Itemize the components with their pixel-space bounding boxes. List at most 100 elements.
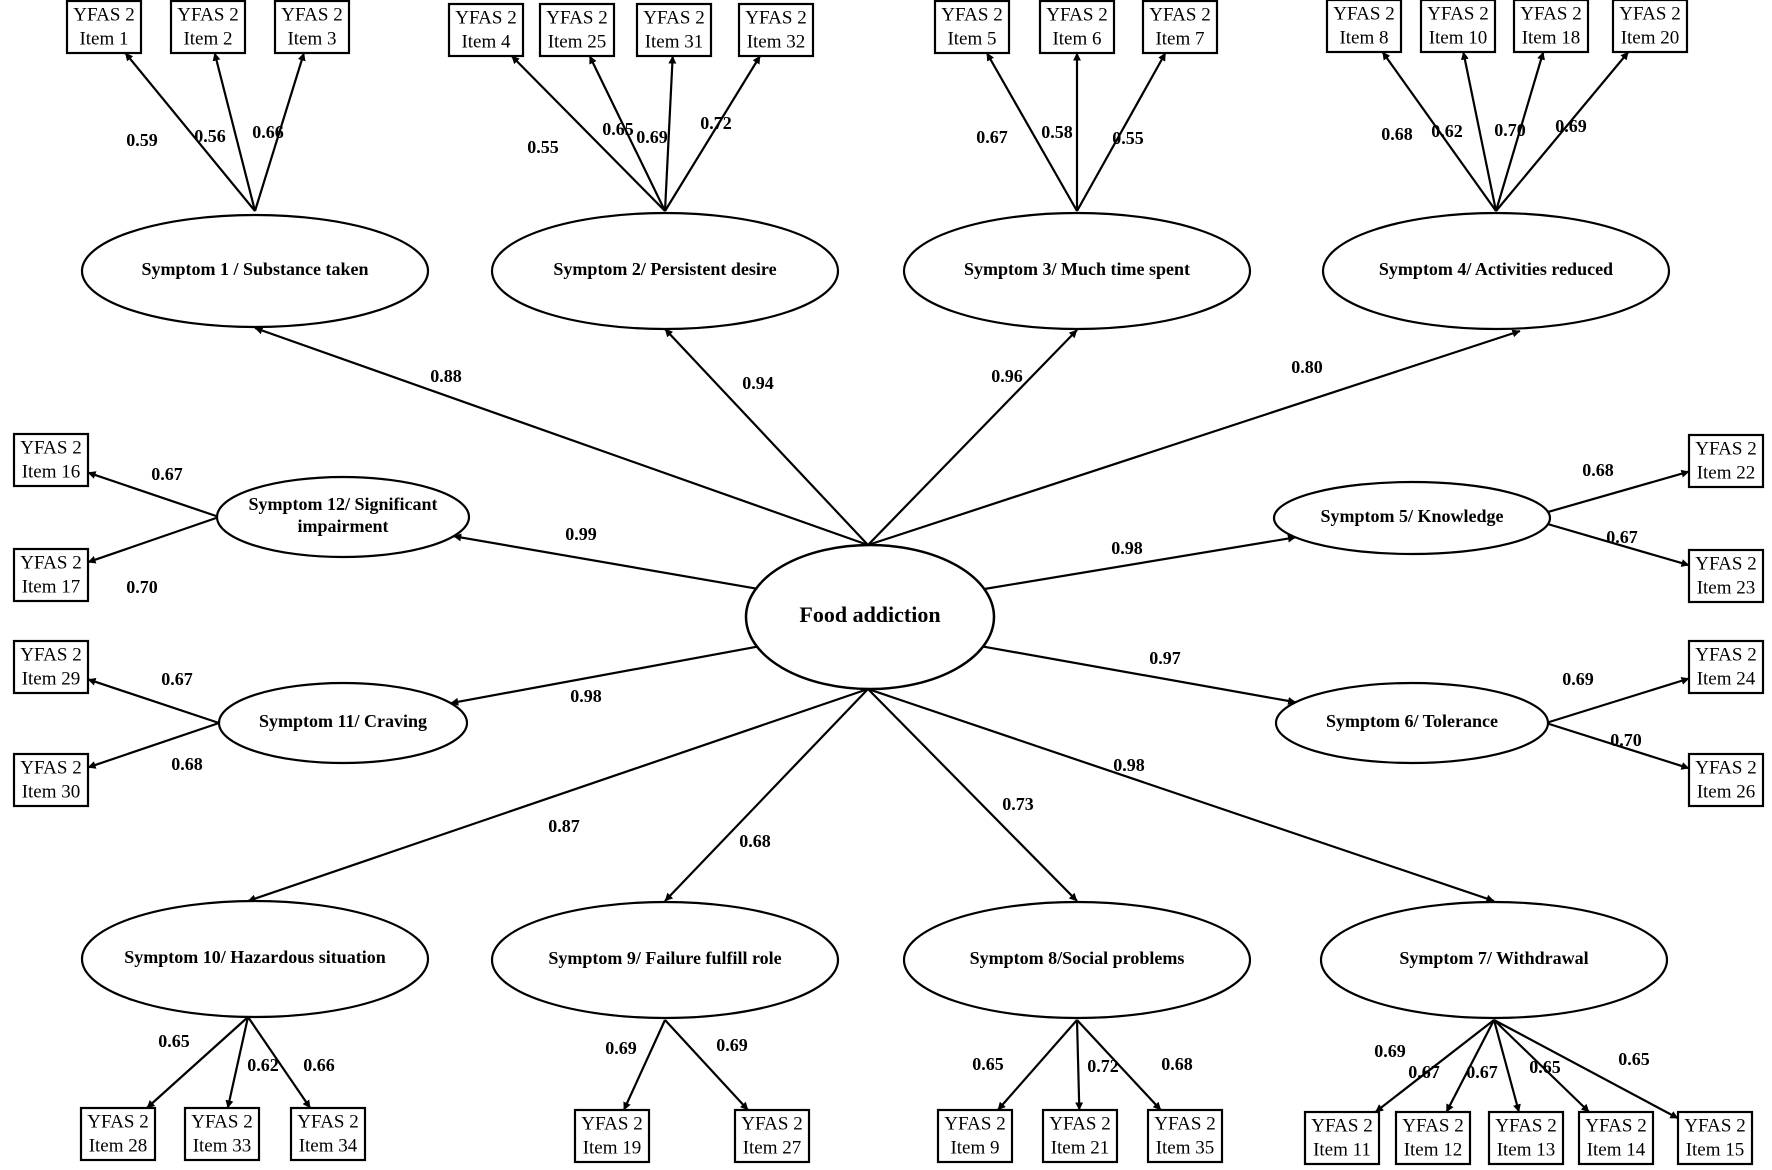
path-s4-item-1 — [1381, 51, 1497, 212]
item-loading-label: 0.67 — [1606, 527, 1638, 547]
path-s7 — [867, 687, 1495, 903]
indicator-scale-label: YFAS 2 — [1695, 757, 1756, 778]
item-loading-label: 0.69 — [716, 1035, 748, 1055]
indicator-scale-label: YFAS 2 — [1311, 1115, 1372, 1136]
item-loading-label: 0.59 — [126, 130, 158, 150]
item-loading-label: 0.65 — [602, 119, 634, 139]
indicator-box: YFAS 2 Item 10 — [1419, 0, 1497, 54]
indicator-scale-label: YFAS 2 — [1695, 553, 1756, 574]
indicator-scale-label: YFAS 2 — [1427, 3, 1488, 24]
factor-loading-label: 0.88 — [430, 366, 462, 386]
path-s11-item-1 — [87, 677, 220, 725]
symptom-label: Symptom 5/ Knowledge — [1320, 506, 1503, 526]
path-s7-item-2 — [1445, 1019, 1495, 1113]
indicator-item-label: Item 18 — [1522, 27, 1581, 48]
symptom-ellipse-s3 — [902, 211, 1252, 331]
symptom-ellipse-s12 — [215, 475, 471, 559]
path-s3 — [867, 329, 1078, 546]
indicator-item-label: Item 25 — [548, 31, 607, 52]
indicator-box-frame — [1687, 433, 1765, 489]
indicator-item-label: Item 22 — [1697, 462, 1756, 483]
indicator-box-frame — [183, 1106, 261, 1162]
path-s2-item-4 — [664, 55, 761, 212]
symptom-ellipse-s8 — [902, 900, 1252, 1020]
path-s9 — [664, 688, 869, 902]
item-loading-label: 0.70 — [126, 577, 158, 597]
path-s8 — [867, 688, 1078, 902]
indicator-scale-label: YFAS 2 — [944, 1113, 1005, 1134]
indicator-box-frame — [936, 1108, 1014, 1164]
symptom-ellipse-s5 — [1272, 480, 1552, 556]
path-s9-item-1 — [622, 1019, 667, 1111]
path-s3-item-1 — [985, 52, 1078, 212]
indicator-box-frame — [169, 0, 247, 55]
path-s4-item-3 — [1494, 51, 1545, 212]
indicator-box-frame — [1038, 0, 1116, 55]
indicator-box-frame — [1676, 1110, 1754, 1166]
path-s10-item-3 — [247, 1016, 312, 1109]
symptom-ellipse-s9 — [490, 900, 840, 1020]
indicator-scale-label: YFAS 2 — [281, 4, 342, 25]
symptom-label: Symptom 4/ Activities reduced — [1379, 259, 1613, 279]
path-s12 — [453, 533, 757, 590]
item-loading-label: 0.65 — [1529, 1057, 1561, 1077]
indicator-box-frame — [1303, 1110, 1381, 1166]
indicator-scale-label: YFAS 2 — [20, 757, 81, 778]
item-loading-label: 0.72 — [1087, 1056, 1119, 1076]
symptom-label: Symptom 1 / Substance taken — [141, 259, 368, 279]
item-loading-label: 0.69 — [1562, 669, 1594, 689]
indicator-scale-label: YFAS 2 — [297, 1111, 358, 1132]
item-loading-label: 0.62 — [247, 1055, 279, 1075]
symptom-label: Symptom 6/ Tolerance — [1326, 711, 1498, 731]
indicator-scale-label: YFAS 2 — [1619, 3, 1680, 24]
item-loading-label: 0.68 — [1161, 1054, 1193, 1074]
indicator-scale-label: YFAS 2 — [1402, 1115, 1463, 1136]
indicator-item-label: Item 26 — [1697, 781, 1756, 802]
item-loading-label: 0.67 — [151, 464, 183, 484]
symptom-ellipse-s4 — [1321, 211, 1671, 331]
indicator-scale-label: YFAS 2 — [1333, 3, 1394, 24]
factor-loading-label: 0.68 — [739, 831, 771, 851]
path-s7-item-5 — [1493, 1019, 1679, 1120]
indicator-item-label: Item 29 — [22, 668, 81, 689]
indicator-item-label: Item 35 — [1156, 1137, 1215, 1158]
indicator-box-frame — [1041, 1108, 1119, 1164]
indicator-scale-label: YFAS 2 — [1154, 1113, 1215, 1134]
indicator-scale-label: YFAS 2 — [73, 4, 134, 25]
indicator-scale-label: YFAS 2 — [191, 1111, 252, 1132]
indicator-box-frame — [1512, 0, 1590, 54]
item-loading-label: 0.66 — [303, 1055, 335, 1075]
indicator-scale-label: YFAS 2 — [581, 1113, 642, 1134]
symptom-label: impairment — [298, 516, 389, 536]
item-loading-label: 0.67 — [976, 127, 1008, 147]
path-s4-item-2 — [1460, 51, 1498, 212]
factor-loading-label: 0.94 — [742, 373, 774, 393]
path-s1-item-2 — [212, 52, 257, 212]
indicator-item-label: Item 4 — [461, 31, 511, 52]
indicator-scale-label: YFAS 2 — [1149, 4, 1210, 25]
symptom-label: Symptom 7/ Withdrawal — [1399, 948, 1588, 968]
symptom-ellipse-s1 — [80, 213, 430, 329]
indicator-box-frame — [538, 2, 616, 58]
path-s2-item-2 — [588, 55, 666, 212]
indicator-scale-label: YFAS 2 — [643, 7, 704, 28]
indicator-item-label: Item 10 — [1429, 27, 1488, 48]
path-s1 — [254, 326, 869, 547]
indicator-item-label: Item 3 — [287, 28, 336, 49]
indicator-box-frame — [289, 1106, 367, 1162]
item-loading-label: 0.70 — [1610, 730, 1642, 750]
symptom-label: Symptom 8/Social problems — [970, 948, 1185, 968]
indicator-box-frame — [65, 0, 143, 55]
path-s8-item-2 — [1075, 1019, 1084, 1111]
path-s5-item-2 — [1526, 516, 1690, 567]
indicator-box-frame — [12, 752, 90, 808]
